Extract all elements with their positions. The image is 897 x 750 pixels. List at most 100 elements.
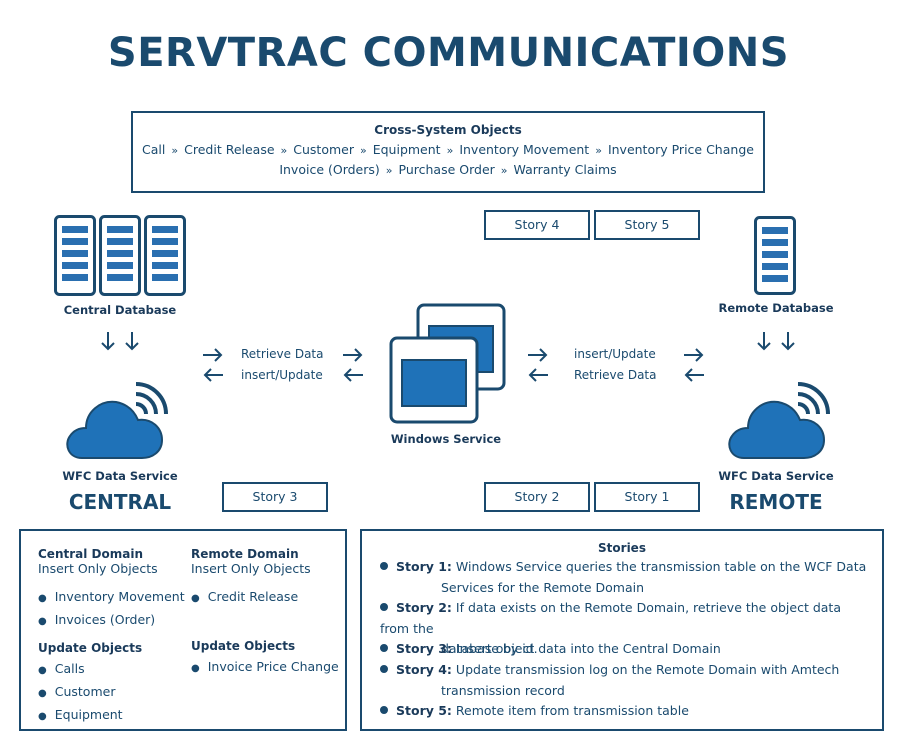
flow-left-top: Retrieve Data	[241, 347, 324, 361]
arrow-right-icon	[528, 348, 548, 362]
separator: »	[280, 144, 288, 157]
right-flow-arrows	[528, 348, 548, 382]
remote-insert-only-label: Insert Only Objects	[191, 561, 311, 576]
remote-database-label: Remote Database	[718, 301, 834, 315]
story-text: Remote item from transmission table	[455, 703, 689, 718]
story-text-continued: database by id.	[441, 641, 538, 656]
story-item: Story 4: Update transmission log on the …	[380, 660, 870, 701]
arrow-left-icon	[343, 368, 363, 382]
story-item: Story 3: Insert object data into the Cen…	[380, 639, 870, 660]
cross-system-objects-box: Cross-System Objects Call»Credit Release…	[131, 111, 765, 193]
remote-label: REMOTE	[729, 490, 823, 514]
story-1-box: Story 1	[594, 482, 700, 512]
list-item: Invoice Price Change	[191, 656, 339, 679]
list-item: Calls	[38, 658, 185, 681]
story-label: Story 5:	[396, 703, 452, 718]
central-database-server-icon	[54, 215, 186, 296]
right-flow-arrows-2	[684, 348, 704, 382]
arrow-right-icon	[203, 348, 223, 362]
object-customer: Customer	[293, 142, 354, 157]
story-item: Story 2: If data exists on the Remote Do…	[380, 598, 870, 660]
object-equipment: Equipment	[372, 142, 441, 157]
server-icon	[754, 216, 796, 295]
story-label: Story 3:	[396, 641, 452, 656]
object-inventory-price-change: Inventory Price Change	[607, 142, 754, 157]
remote-domain-column: Remote Domain Insert Only Objects Credit…	[191, 547, 339, 679]
list-item: Equipment	[38, 704, 185, 727]
story-text-continued: transmission record	[441, 682, 565, 698]
list-item: Credit Release	[191, 586, 339, 609]
flow-right-bottom: Retrieve Data	[574, 368, 657, 382]
list-item: Inventory Movement	[38, 586, 185, 609]
flow-right-top: insert/Update	[574, 347, 656, 361]
cloud-wifi-icon	[728, 382, 830, 459]
central-domain-column: Central Domain Insert Only Objects Inven…	[38, 547, 185, 727]
story-text: If data exists on the Remote Domain, ret…	[380, 600, 841, 636]
central-label: CENTRAL	[68, 490, 172, 514]
arrow-left-icon	[684, 368, 704, 382]
windows-service-label: Windows Service	[390, 432, 502, 446]
object-invoice-orders: Invoice (Orders)	[279, 162, 380, 177]
story-2-box: Story 2	[484, 482, 590, 512]
list-item: Customer	[38, 681, 185, 704]
domain-objects-panel: Central Domain Insert Only Objects Inven…	[19, 529, 347, 731]
arrow-down-icon	[101, 332, 139, 351]
bullet-dot	[380, 603, 388, 611]
story-item: Story 1: Windows Service queries the tra…	[380, 557, 870, 598]
separator: »	[500, 164, 508, 177]
left-flow-arrows	[203, 348, 223, 382]
story-label: Story 2:	[396, 600, 452, 615]
story-item: Story 5: Remote item from transmission t…	[380, 701, 870, 722]
arrow-left-icon	[528, 368, 548, 382]
story-label: Story 1:	[396, 559, 452, 574]
bullet-dot	[380, 665, 388, 673]
server-icon	[54, 215, 96, 296]
bullet-dot	[380, 706, 388, 714]
story-4-box: Story 4	[484, 210, 590, 240]
arrow-down-icon	[757, 332, 795, 351]
object-purchase-order: Purchase Order	[398, 162, 495, 177]
central-insert-only-label: Insert Only Objects	[38, 561, 158, 576]
separator: »	[171, 144, 179, 157]
stories-heading: Stories	[598, 541, 646, 555]
story-label: Story 4:	[396, 662, 452, 677]
cloud-wifi-icon	[66, 382, 168, 459]
separator: »	[385, 164, 393, 177]
object-warranty-claims: Warranty Claims	[513, 162, 617, 177]
cross-system-line-1: Call » Credit Release » Customer » Equipment » I…	[133, 142, 763, 157]
story-5-box: Story 5	[594, 210, 700, 240]
remote-domain-heading: Remote Domain	[191, 547, 299, 561]
arrow-right-icon	[684, 348, 704, 362]
object-credit-release: Credit Release	[184, 142, 275, 157]
story-text: Insert object data into the Central Doma…	[455, 641, 721, 656]
window-icon	[389, 336, 479, 424]
flow-left-bottom: insert/Update	[241, 368, 323, 382]
remote-update-objects-heading: Update Objects	[191, 639, 296, 653]
server-icon	[144, 215, 186, 296]
object-inventory-movement: Inventory Movement	[459, 142, 590, 157]
object-call: Call	[142, 142, 166, 157]
left-flow-arrows-2	[343, 348, 363, 382]
central-wfc-data-service-label: WFC Data Service	[62, 469, 178, 483]
separator: »	[595, 144, 602, 157]
bullet-dot	[380, 562, 388, 570]
cross-system-line-2: Invoice (Orders) » Purchase Order » Warranty…	[133, 162, 763, 177]
central-domain-heading: Central Domain	[38, 547, 143, 561]
story-3-box: Story 3	[222, 482, 328, 512]
remote-wfc-data-service-label: WFC Data Service	[718, 469, 834, 483]
story-text: Windows Service queries the transmission…	[455, 559, 867, 574]
story-text: Update transmission log on the Remote Do…	[455, 662, 840, 677]
server-icon	[99, 215, 141, 296]
separator: »	[359, 144, 367, 157]
separator: »	[446, 144, 454, 157]
page-title: SERVTRAC COMMUNICATIONS	[107, 30, 790, 76]
remote-cloud-wifi-icon	[728, 382, 830, 459]
bullet-dot	[380, 644, 388, 652]
arrow-left-icon	[203, 368, 223, 382]
central-cloud-wifi-icon	[66, 382, 168, 459]
story-text-continued: Services for the Remote Domain	[441, 579, 645, 595]
central-database-label: Central Database	[63, 303, 177, 317]
remote-database-server-icon	[754, 216, 796, 295]
arrow-right-icon	[343, 348, 363, 362]
list-item: Invoices (Order)	[38, 609, 185, 632]
